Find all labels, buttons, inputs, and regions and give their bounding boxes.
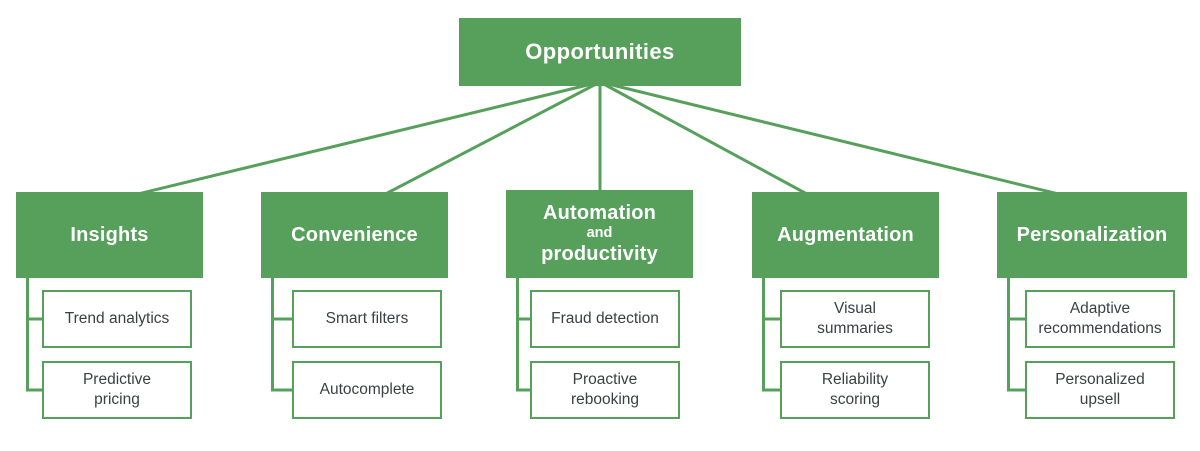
node-proactive-rebooking-label: Proactive rebooking — [570, 370, 640, 408]
node-insights-label: Insights — [70, 223, 149, 246]
node-automation-label-line1: Automation — [542, 202, 657, 225]
node-automation-label-line3: productivity — [541, 242, 658, 265]
node-convenience-label: Convenience — [291, 223, 418, 246]
node-personalized-upsell: Personalized upsell — [1025, 361, 1175, 419]
node-trend-analytics-label: Trend analytics — [64, 309, 170, 327]
node-personalized-upsell-label: Personalized upsell — [1055, 370, 1145, 408]
node-fraud-detection: Fraud detection — [530, 290, 680, 348]
node-proactive-rebooking: Proactive rebooking — [530, 361, 680, 419]
node-visual-summaries-label: Visual summaries — [817, 299, 893, 337]
node-opportunities: Opportunities — [459, 18, 741, 86]
node-insights: Insights — [16, 192, 203, 278]
node-smart-filters: Smart filters — [292, 290, 442, 348]
node-smart-filters-label: Smart filters — [325, 309, 409, 327]
node-automation-label-line2: and — [586, 225, 613, 242]
node-convenience: Convenience — [261, 192, 448, 278]
node-visual-summaries: Visual summaries — [780, 290, 930, 348]
connector-root-insights — [112, 80, 601, 202]
node-reliability-scoring: Reliability scoring — [780, 361, 930, 419]
connector-root-personalization — [599, 80, 1084, 202]
connector-insights-children — [26, 274, 44, 392]
node-autocomplete-label: Autocomplete — [319, 380, 415, 398]
connector-automation-children — [516, 274, 532, 392]
connector-personalization-children — [1007, 274, 1027, 392]
node-augmentation-label: Augmentation — [777, 223, 914, 246]
node-trend-analytics: Trend analytics — [42, 290, 192, 348]
node-personalization: Personalization — [997, 192, 1187, 278]
node-augmentation: Augmentation — [752, 192, 939, 278]
node-automation-productivity: Automation and productivity — [506, 190, 693, 278]
connector-root-convenience — [373, 80, 601, 202]
node-autocomplete: Autocomplete — [292, 361, 442, 419]
connector-root-augmentation — [599, 80, 819, 202]
node-fraud-detection-label: Fraud detection — [551, 309, 659, 327]
node-personalization-label: Personalization — [1016, 223, 1168, 246]
node-reliability-scoring-label: Reliability scoring — [821, 370, 889, 408]
node-opportunities-label: Opportunities — [525, 39, 675, 64]
connector-convenience-children — [271, 274, 294, 392]
node-adaptive-recommendations-label: Adaptive recommendations — [1038, 299, 1162, 337]
node-predictive-pricing: Predictive pricing — [42, 361, 192, 419]
node-adaptive-recommendations: Adaptive recommendations — [1025, 290, 1175, 348]
connector-augmentation-children — [762, 274, 782, 392]
node-predictive-pricing-label: Predictive pricing — [82, 370, 152, 408]
